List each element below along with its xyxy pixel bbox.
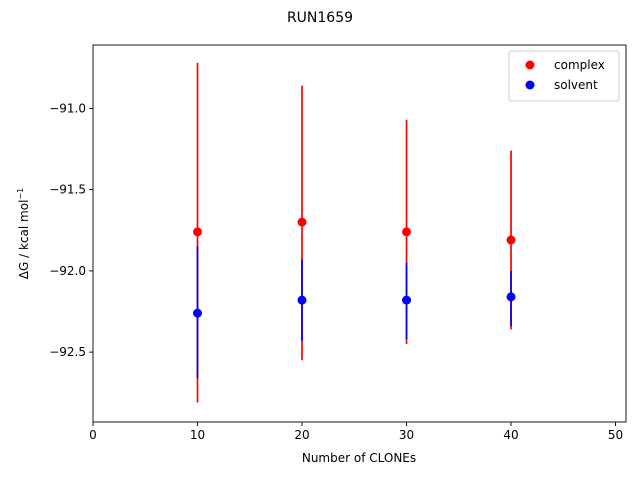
axes-frame <box>92 44 627 423</box>
x-tick-label-1: 10 <box>190 428 205 442</box>
data-point-complex-0 <box>193 227 203 237</box>
x-tick-label-2: 20 <box>294 428 309 442</box>
data-point-complex-1 <box>297 217 307 227</box>
legend-label-complex: complex <box>554 58 605 72</box>
legend-marker-solvent <box>525 80 535 90</box>
y-axis-label-superscript: −1 <box>16 188 25 200</box>
data-point-solvent-3 <box>506 292 516 302</box>
y-axis-label: ΔG / kcal mol−1 <box>16 188 31 279</box>
y-tick-label-2: −92.0 <box>49 264 86 278</box>
y-tick-label-1: −91.5 <box>49 183 86 197</box>
x-axis-label: Number of CLONEs <box>302 451 416 465</box>
data-point-complex-2 <box>402 227 412 237</box>
x-tick-label-0: 0 <box>89 428 97 442</box>
axes: 0 10 20 30 40 50 −91.0 −91.5 −92.0 −92.5 ΔG / kcal… <box>16 44 627 442</box>
y-tick-label-3: −92.5 <box>49 345 86 359</box>
legend: complex solvent <box>508 50 620 102</box>
legend-label-solvent: solvent <box>554 78 598 92</box>
data-point-complex-3 <box>506 235 516 245</box>
x-tick-label-5: 50 <box>608 428 623 442</box>
x-tick-label-4: 40 <box>503 428 518 442</box>
data-point-solvent-0 <box>193 308 203 318</box>
chart-title: RUN1659 <box>287 10 353 26</box>
y-tick-label-0: −91.0 <box>49 101 86 115</box>
legend-marker-complex <box>525 60 535 70</box>
data-point-solvent-1 <box>297 295 307 305</box>
legend-box <box>508 50 620 102</box>
y-axis-label-text: ΔG / kcal mol <box>17 200 31 280</box>
x-tick-label-3: 30 <box>399 428 414 442</box>
plot-area <box>193 62 516 403</box>
data-point-solvent-2 <box>402 295 412 305</box>
